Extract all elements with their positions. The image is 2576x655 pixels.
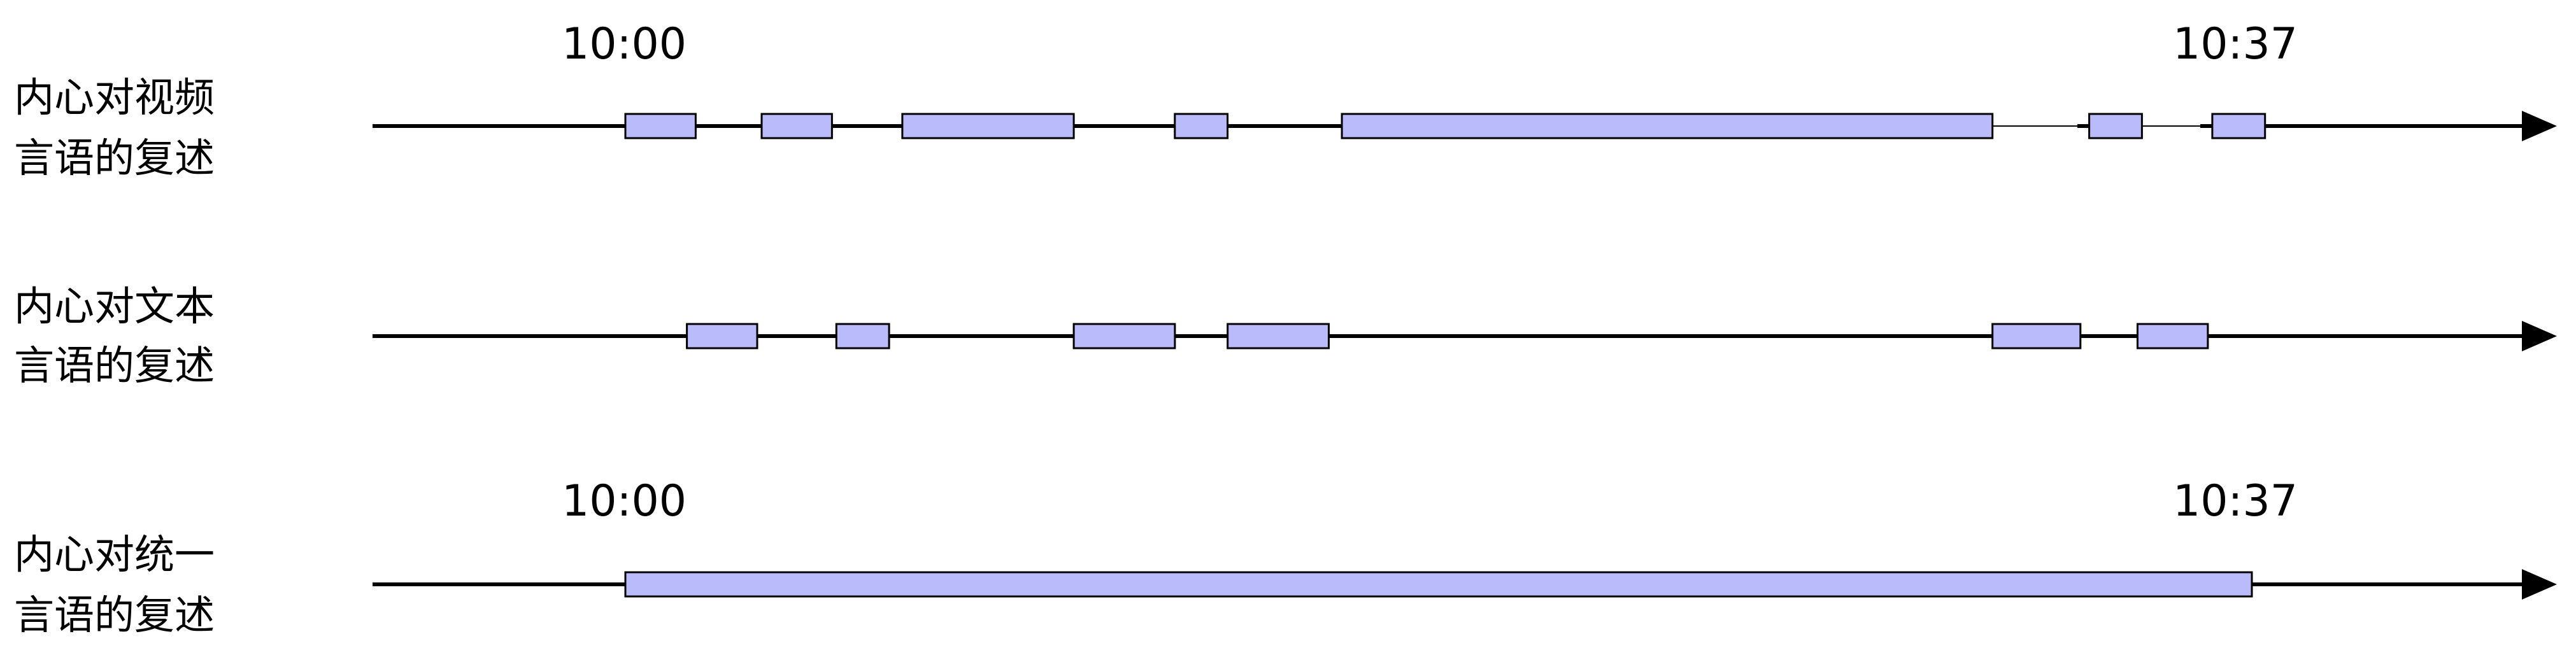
row-text-segments <box>686 323 2209 349</box>
row-video-label-line2: 言语的复述 <box>14 135 215 181</box>
row-unified-axis-arrowhead <box>2522 569 2557 600</box>
row-text-segment-6 <box>2137 323 2209 349</box>
row-video-start-time: 10:00 <box>562 19 687 69</box>
row-video-segment-4 <box>1174 113 1229 139</box>
row-text: 内心对文本 言语的复述 <box>14 283 2557 389</box>
row-text-segment-4 <box>1227 323 1330 349</box>
row-unified-segment-1 <box>624 571 2253 598</box>
row-video-segment-2 <box>760 113 833 139</box>
row-video-segment-1 <box>624 113 697 139</box>
row-video-segment-7 <box>2211 113 2266 139</box>
row-text-segment-1 <box>686 323 758 349</box>
row-video-segment-3 <box>901 113 1075 139</box>
row-unified-segments <box>624 571 2253 598</box>
row-video-axis-arrowhead <box>2522 111 2557 141</box>
row-unified-label-line1: 内心对统一 <box>14 532 215 578</box>
row-video: 内心对视频 言语的复述 10:00 10:37 <box>14 19 2557 181</box>
row-text-segment-2 <box>835 323 890 349</box>
row-unified-start-time: 10:00 <box>562 476 687 526</box>
row-video-segments <box>624 113 2266 139</box>
row-text-segment-5 <box>1991 323 2082 349</box>
row-unified: 内心对统一 言语的复述 10:00 10:37 <box>14 476 2557 638</box>
row-text-axis-arrowhead <box>2522 321 2557 351</box>
row-text-segment-3 <box>1072 323 1176 349</box>
row-unified-label-line2: 言语的复述 <box>14 592 215 638</box>
row-video-segment-6 <box>2088 113 2143 139</box>
row-video-segment-5 <box>1341 113 1994 139</box>
row-unified-end-time: 10:37 <box>2173 476 2298 526</box>
row-text-label-line1: 内心对文本 <box>14 283 215 330</box>
row-video-end-time: 10:37 <box>2173 19 2298 69</box>
row-text-label-line2: 言语的复述 <box>14 342 215 389</box>
row-video-label-line1: 内心对视频 <box>14 74 215 121</box>
